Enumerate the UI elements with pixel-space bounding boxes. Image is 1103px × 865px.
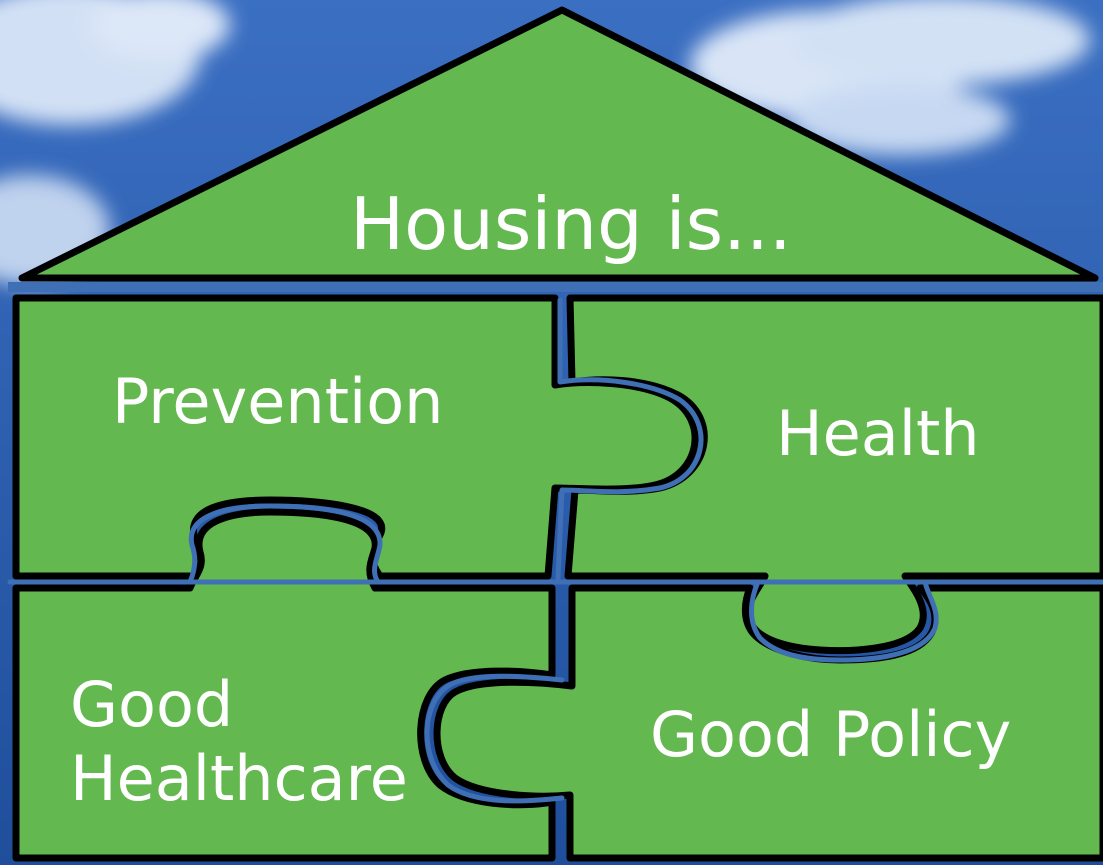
roof-divider xyxy=(8,282,1103,292)
health-label: Health xyxy=(776,397,980,470)
cloud xyxy=(790,0,1090,85)
roof-label: Housing is... xyxy=(350,182,792,266)
seam xyxy=(424,673,565,804)
cloud xyxy=(90,0,230,60)
puzzle-piece-good-healthcare xyxy=(12,508,556,862)
seam xyxy=(555,297,704,581)
seam xyxy=(749,579,939,663)
roof-triangle xyxy=(18,6,1099,282)
prevention-label: Prevention xyxy=(112,365,444,438)
cloud xyxy=(790,85,1010,155)
seam xyxy=(187,503,383,585)
good-healthcare-label: Good Healthcare xyxy=(70,668,408,816)
puzzle-seams xyxy=(7,297,1103,804)
good-policy-label: Good Policy xyxy=(650,698,1012,771)
